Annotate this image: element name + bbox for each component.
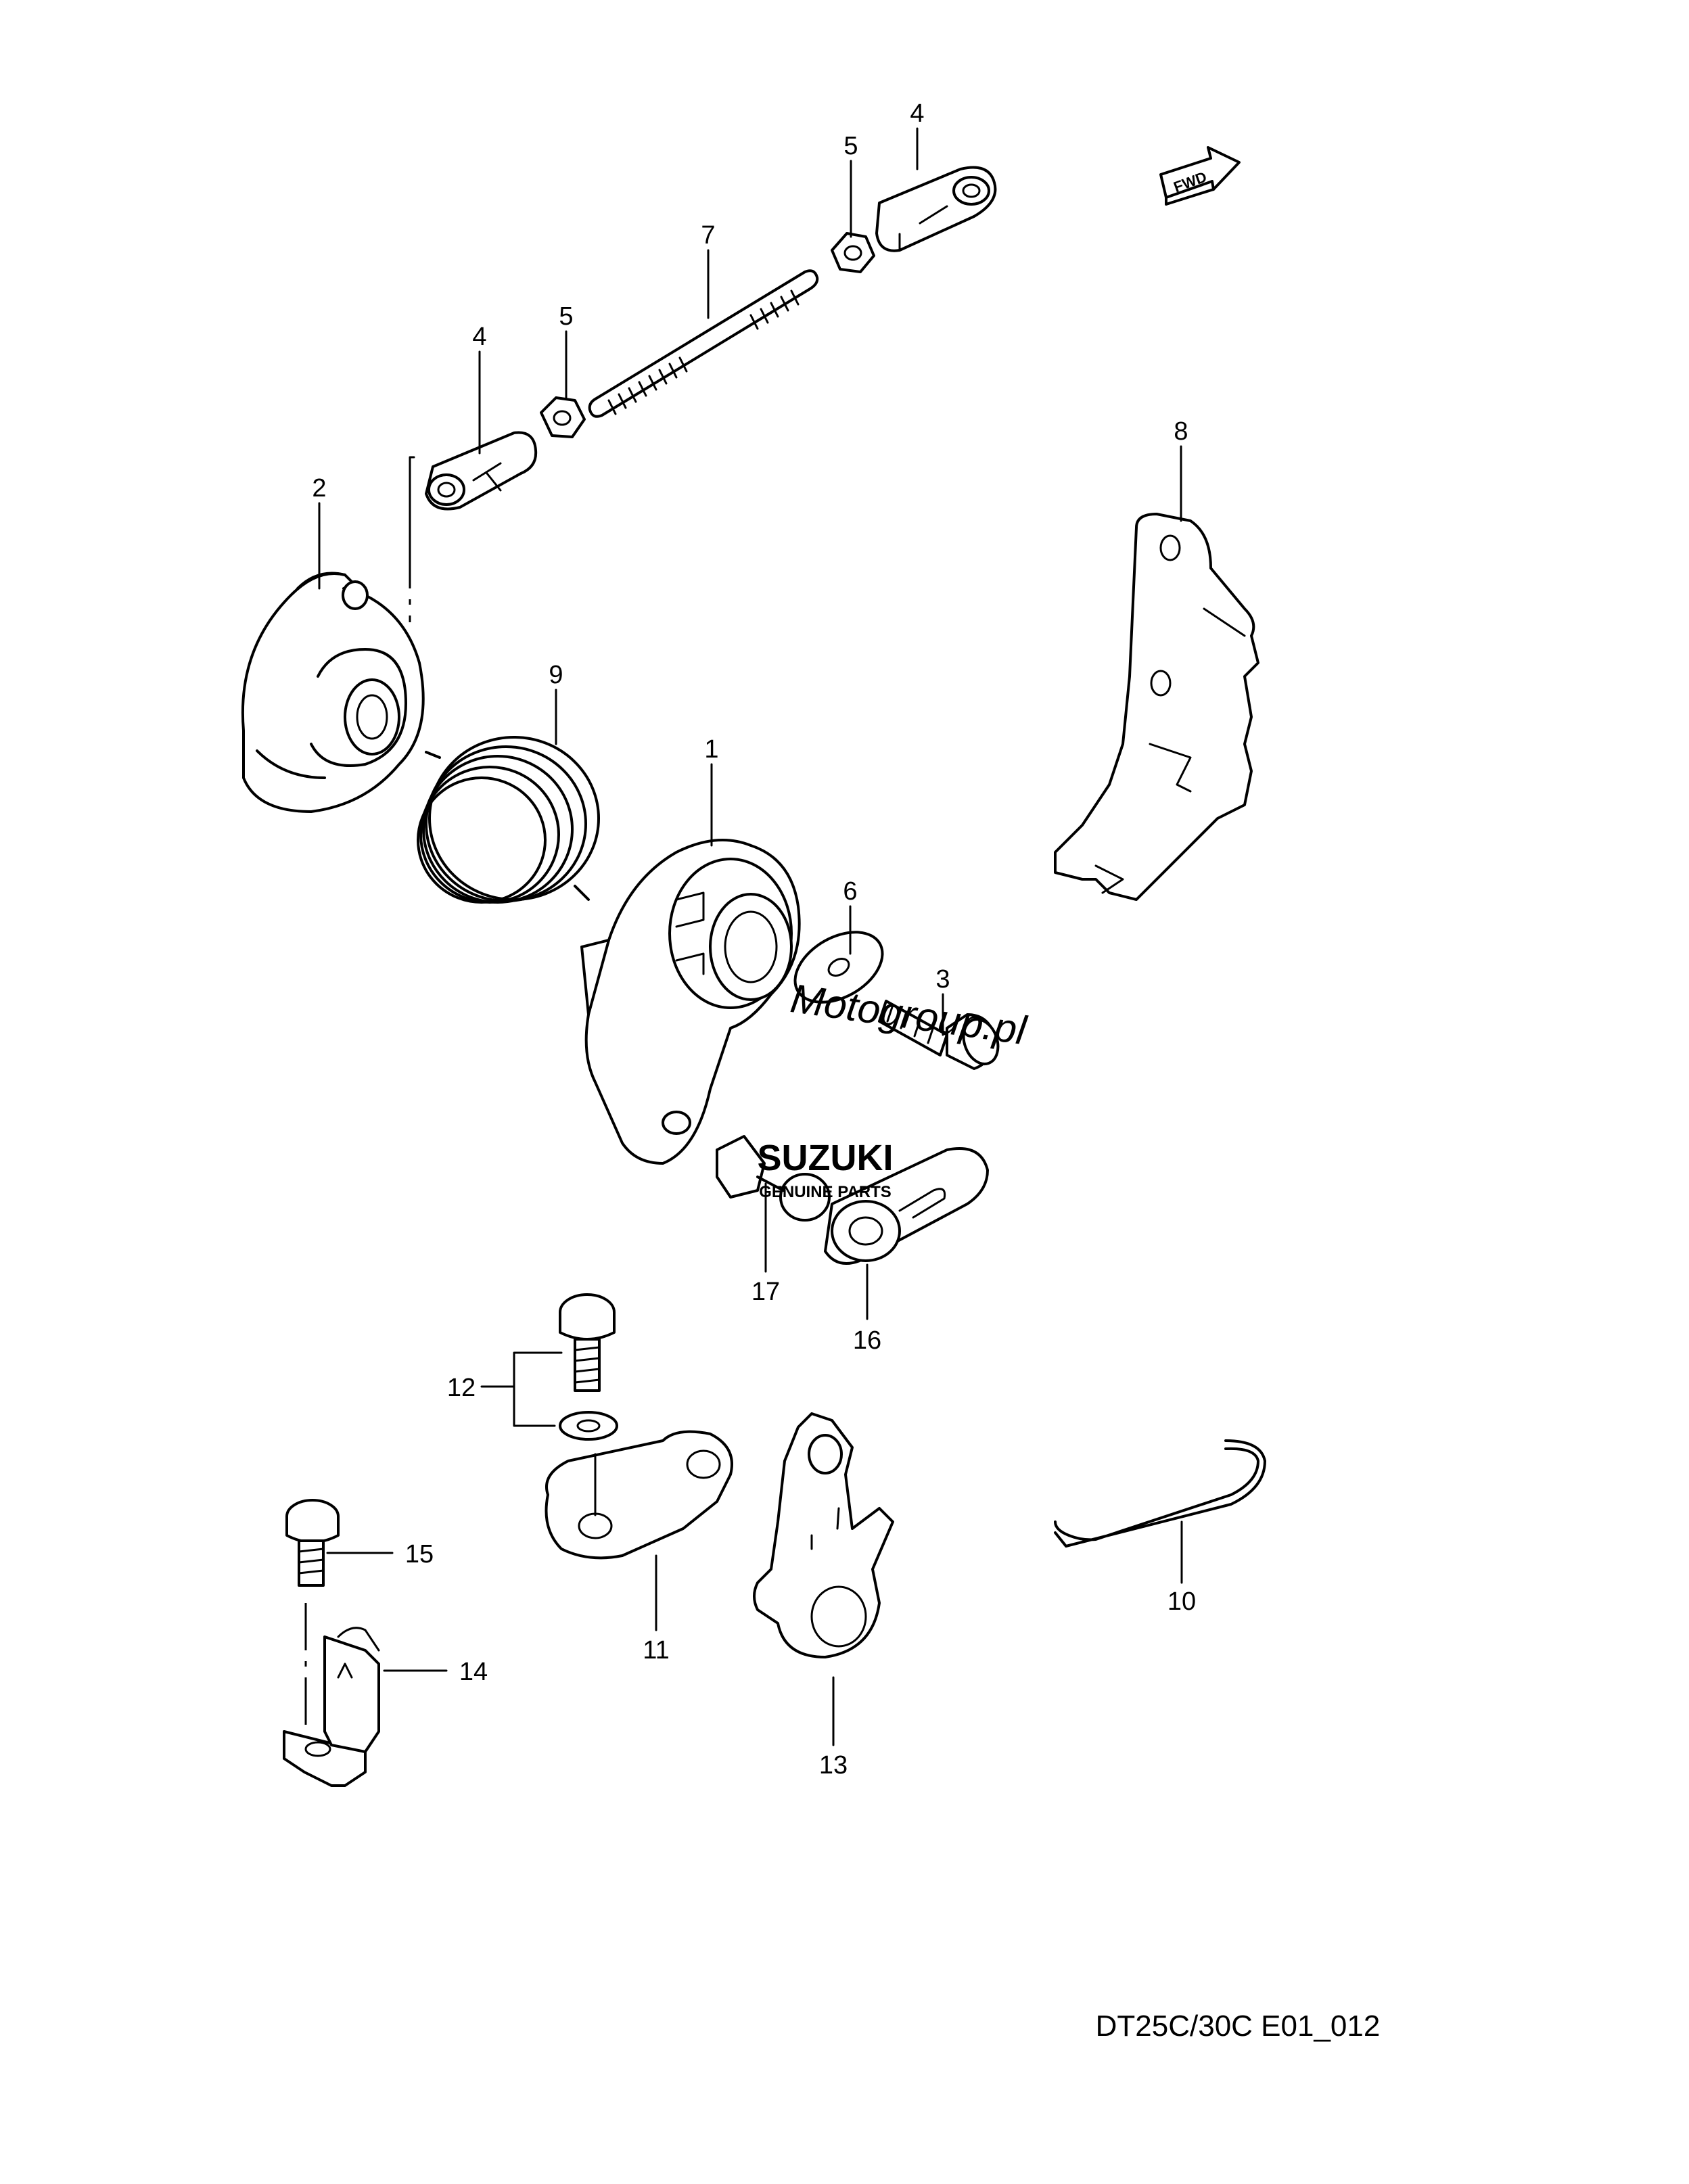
callout-15: 15 (405, 1540, 434, 1569)
callout-6: 6 (843, 877, 857, 906)
callout-13: 13 (819, 1751, 848, 1780)
watermark-brand: SUZUKI (758, 1138, 894, 1178)
part-14-cable-clamp (283, 1627, 380, 1787)
part-17-ball-joint (716, 1135, 831, 1222)
callout-8: 8 (1174, 417, 1188, 446)
callout-5-lower: 5 (559, 302, 573, 331)
part-13-lever (753, 1412, 894, 1658)
callout-10: 10 (1167, 1587, 1196, 1616)
watermark-site: Motogroup.pl (788, 975, 1030, 1053)
callout-1: 1 (704, 735, 718, 764)
callout-11: 11 (643, 1636, 669, 1665)
callout-5-upper: 5 (843, 132, 858, 160)
part-6-washer (793, 931, 884, 1004)
callout-7: 7 (701, 221, 715, 250)
callout-12: 12 (447, 1374, 476, 1402)
part-9-torsion-spring (417, 736, 600, 904)
part-16-rod-end (824, 1147, 989, 1265)
part-1-throttle-lever (580, 839, 801, 1165)
callout-4-upper: 4 (910, 99, 924, 128)
part-11-lever (545, 1430, 733, 1560)
callout-4-lower: 4 (472, 323, 486, 351)
callouts: 4 5 7 5 4 2 8 9 1 6 3 17 16 12 15 14 11 … (312, 99, 1196, 1780)
part-4-rod-end-lower (425, 431, 538, 511)
part-12-bolt-washer (559, 1293, 618, 1441)
part-10-wire-clip (1054, 1439, 1266, 1548)
part-4-rod-end-upper (875, 166, 997, 252)
part-5-nut-lower (540, 396, 586, 438)
part-7-threaded-rod (588, 269, 819, 418)
part-5-nut-upper (831, 232, 875, 273)
watermark-tagline: GENUINE PARTS (759, 1183, 892, 1201)
callout-16: 16 (853, 1326, 881, 1355)
part-2-throttle-cam (241, 572, 425, 813)
rod-end-guide-line (409, 456, 415, 542)
watermark: Motogroup.pl SUZUKI GENUINE PARTS (758, 975, 1030, 1201)
callout-3: 3 (935, 965, 950, 994)
part-3-bolt (878, 1000, 1000, 1070)
callout-14: 14 (459, 1658, 488, 1686)
drawing-code: DT25C/30C E01_012 (1096, 2009, 1381, 2043)
callout-2: 2 (312, 474, 326, 503)
part-15-bolt (285, 1499, 340, 1587)
leader-lines (318, 127, 1183, 1746)
callout-9: 9 (549, 661, 563, 689)
fwd-arrow-icon: FWD (1159, 146, 1241, 206)
part-8-bracket (1054, 513, 1259, 901)
callout-17: 17 (751, 1278, 780, 1306)
